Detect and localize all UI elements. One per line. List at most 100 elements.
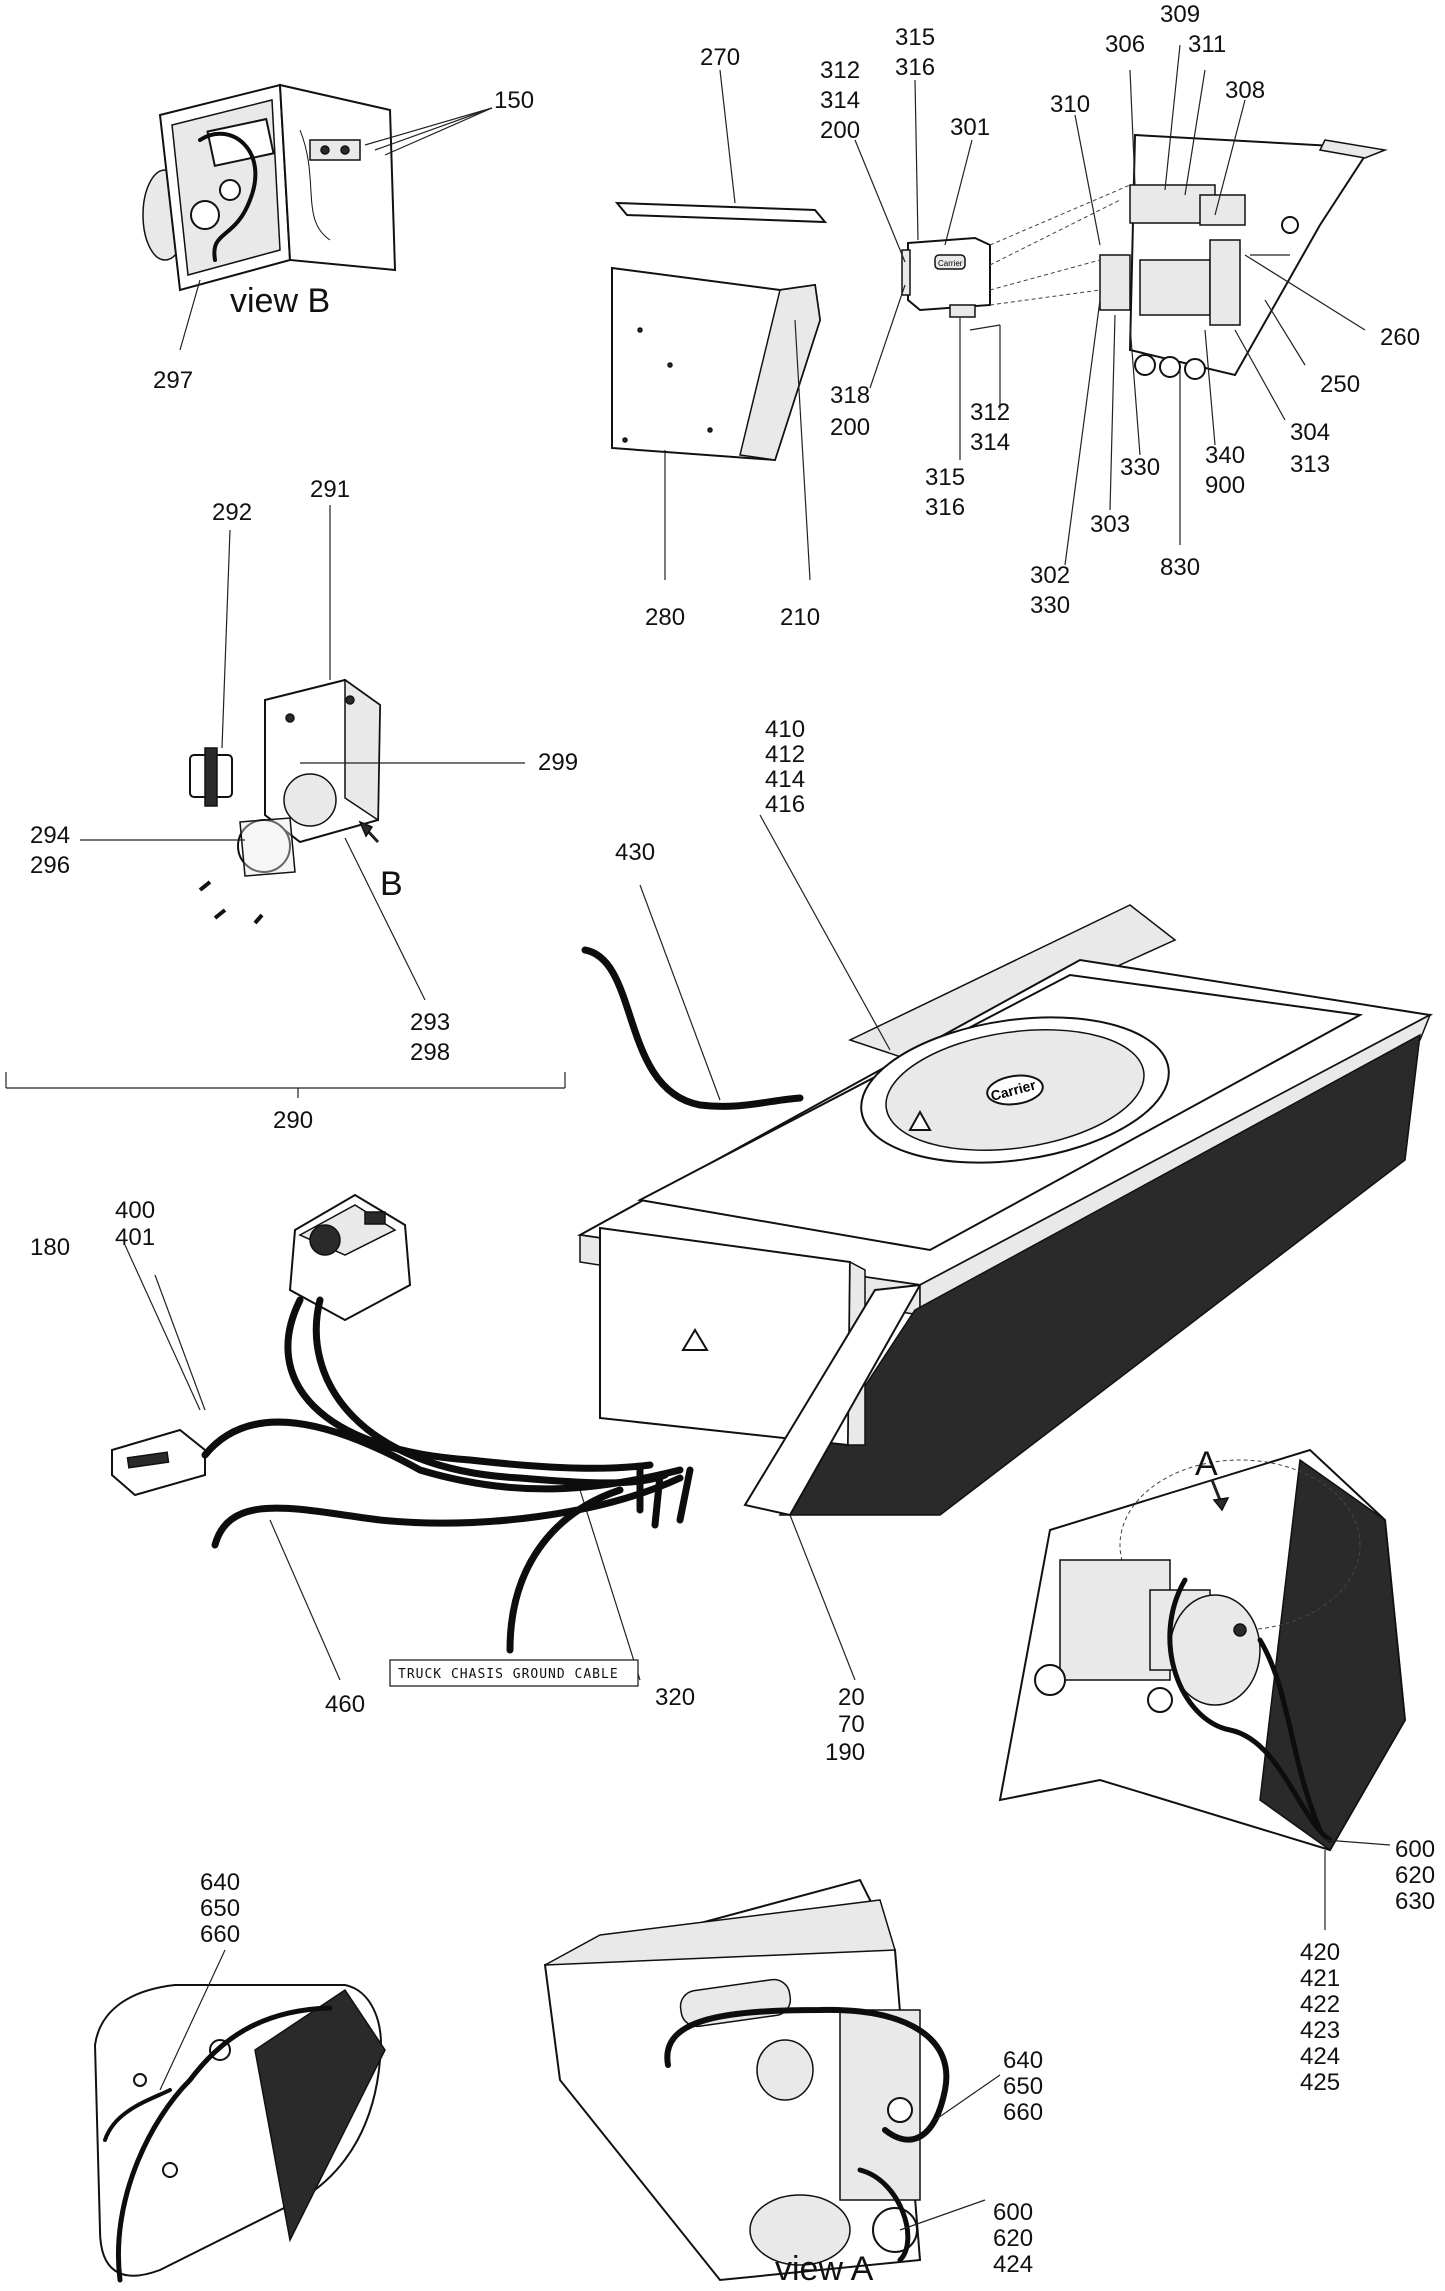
- label-340: 340: [1205, 442, 1245, 469]
- label-600-bottom: 600: [993, 2199, 1033, 2226]
- label-260: 260: [1380, 324, 1420, 351]
- label-620-right: 620: [1395, 1862, 1435, 1889]
- control-module-logo: Carrier: [938, 259, 963, 268]
- main-condenser-unit: Carrier: [576, 904, 1434, 1517]
- label-180: 180: [30, 1234, 70, 1261]
- label-900: 900: [1205, 472, 1245, 499]
- label-400: 400: [115, 1197, 155, 1224]
- label-318: 318: [830, 382, 870, 409]
- label-308: 308: [1225, 77, 1265, 104]
- control-box-leaders: [854, 44, 1366, 566]
- label-299: 299: [538, 749, 578, 776]
- label-315-bottom: 315: [925, 464, 965, 491]
- label-200-top: 200: [820, 117, 860, 144]
- label-298: 298: [410, 1039, 450, 1066]
- label-293: 293: [410, 1009, 450, 1036]
- label-330: 330: [1120, 454, 1160, 481]
- label-412: 412: [765, 741, 805, 768]
- label-424: 424: [1300, 2043, 1340, 2070]
- control-module-301: Carrier: [901, 236, 991, 318]
- control-box-dash-lines: [989, 184, 1131, 306]
- label-630: 630: [1395, 1888, 1435, 1915]
- label-250: 250: [1320, 371, 1360, 398]
- view-a-caption: view A: [775, 2250, 874, 2288]
- label-291: 291: [310, 476, 350, 503]
- label-210: 210: [780, 604, 820, 631]
- label-660-right: 660: [1003, 2099, 1043, 2126]
- truck-note-box: [389, 1659, 639, 1687]
- detail-a-compressor: [998, 1448, 1407, 1852]
- label-312-top: 312: [820, 57, 860, 84]
- view-a-underside: [543, 1878, 950, 2282]
- label-200-bottom: 200: [830, 414, 870, 441]
- label-316-top: 316: [895, 54, 935, 81]
- label-301: 301: [950, 114, 990, 141]
- label-304: 304: [1290, 419, 1330, 446]
- label-a-arrow: A: [1195, 1445, 1218, 1483]
- label-330-second: 330: [1030, 592, 1070, 619]
- label-320: 320: [655, 1684, 695, 1711]
- leader-270: [719, 69, 736, 204]
- truck-ground-cable-note: TRUCK CHASIS GROUND CABLE: [398, 1667, 619, 1682]
- a-arrow: [1210, 1479, 1222, 1501]
- label-600-right: 600: [1395, 1836, 1435, 1863]
- label-830: 830: [1160, 554, 1200, 581]
- label-302: 302: [1030, 562, 1070, 589]
- label-422: 422: [1300, 1991, 1340, 2018]
- label-311: 311: [1188, 31, 1226, 58]
- label-314-bottom: 314: [970, 429, 1010, 456]
- label-309: 309: [1160, 1, 1200, 28]
- label-20: 20: [838, 1684, 865, 1711]
- label-414: 414: [765, 766, 805, 793]
- label-290: 290: [273, 1107, 313, 1134]
- label-423: 423: [1300, 2017, 1340, 2044]
- label-640-left: 640: [200, 1869, 240, 1896]
- cables: [201, 946, 804, 1654]
- label-297: 297: [153, 367, 193, 394]
- label-640-right: 640: [1003, 2047, 1043, 2074]
- leader-600-right: [1324, 1839, 1391, 1846]
- leader-600-bottom: [899, 2199, 986, 2231]
- switch-box-exploded: [189, 678, 382, 925]
- label-620-bottom: 620: [993, 2225, 1033, 2252]
- view-b-caption: view B: [230, 282, 330, 320]
- display-unit-180: [111, 1428, 206, 1497]
- label-424-bottom: 424: [993, 2251, 1033, 2278]
- label-310: 310: [1050, 91, 1090, 118]
- label-294: 294: [30, 822, 70, 849]
- label-190: 190: [825, 1739, 865, 1766]
- leader-210: [794, 319, 811, 581]
- electrical-panel: [1099, 133, 1388, 380]
- detail-bottom-left: [93, 1984, 386, 2283]
- label-303: 303: [1090, 511, 1130, 538]
- leader-640-right: [934, 2074, 1001, 2121]
- label-70: 70: [838, 1711, 865, 1738]
- label-650-left: 650: [200, 1895, 240, 1922]
- label-b-arrow: B: [380, 865, 403, 903]
- label-150: 150: [494, 87, 534, 114]
- switch-box-leaders: [5, 505, 566, 1098]
- main-unit-leaders: [124, 814, 891, 1681]
- label-270: 270: [700, 44, 740, 71]
- label-425: 425: [1300, 2069, 1340, 2096]
- label-280: 280: [645, 604, 685, 631]
- switch-box-assembled: [288, 1193, 412, 1322]
- label-650-right: 650: [1003, 2073, 1043, 2100]
- label-313: 313: [1290, 451, 1330, 478]
- label-421: 421: [1300, 1965, 1340, 1992]
- label-430: 430: [615, 839, 655, 866]
- label-296: 296: [30, 852, 70, 879]
- label-312-bottom: 312: [970, 399, 1010, 426]
- label-316-bottom: 316: [925, 494, 965, 521]
- view-b-junction-box: [142, 83, 397, 292]
- label-306: 306: [1105, 31, 1145, 58]
- label-460: 460: [325, 1691, 365, 1718]
- label-416: 416: [765, 791, 805, 818]
- cover-parts: [611, 201, 828, 462]
- label-410: 410: [765, 716, 805, 743]
- leader-640-left: [159, 1949, 226, 2091]
- label-420: 420: [1300, 1939, 1340, 1966]
- label-315-top: 315: [895, 24, 935, 51]
- label-660-left: 660: [200, 1921, 240, 1948]
